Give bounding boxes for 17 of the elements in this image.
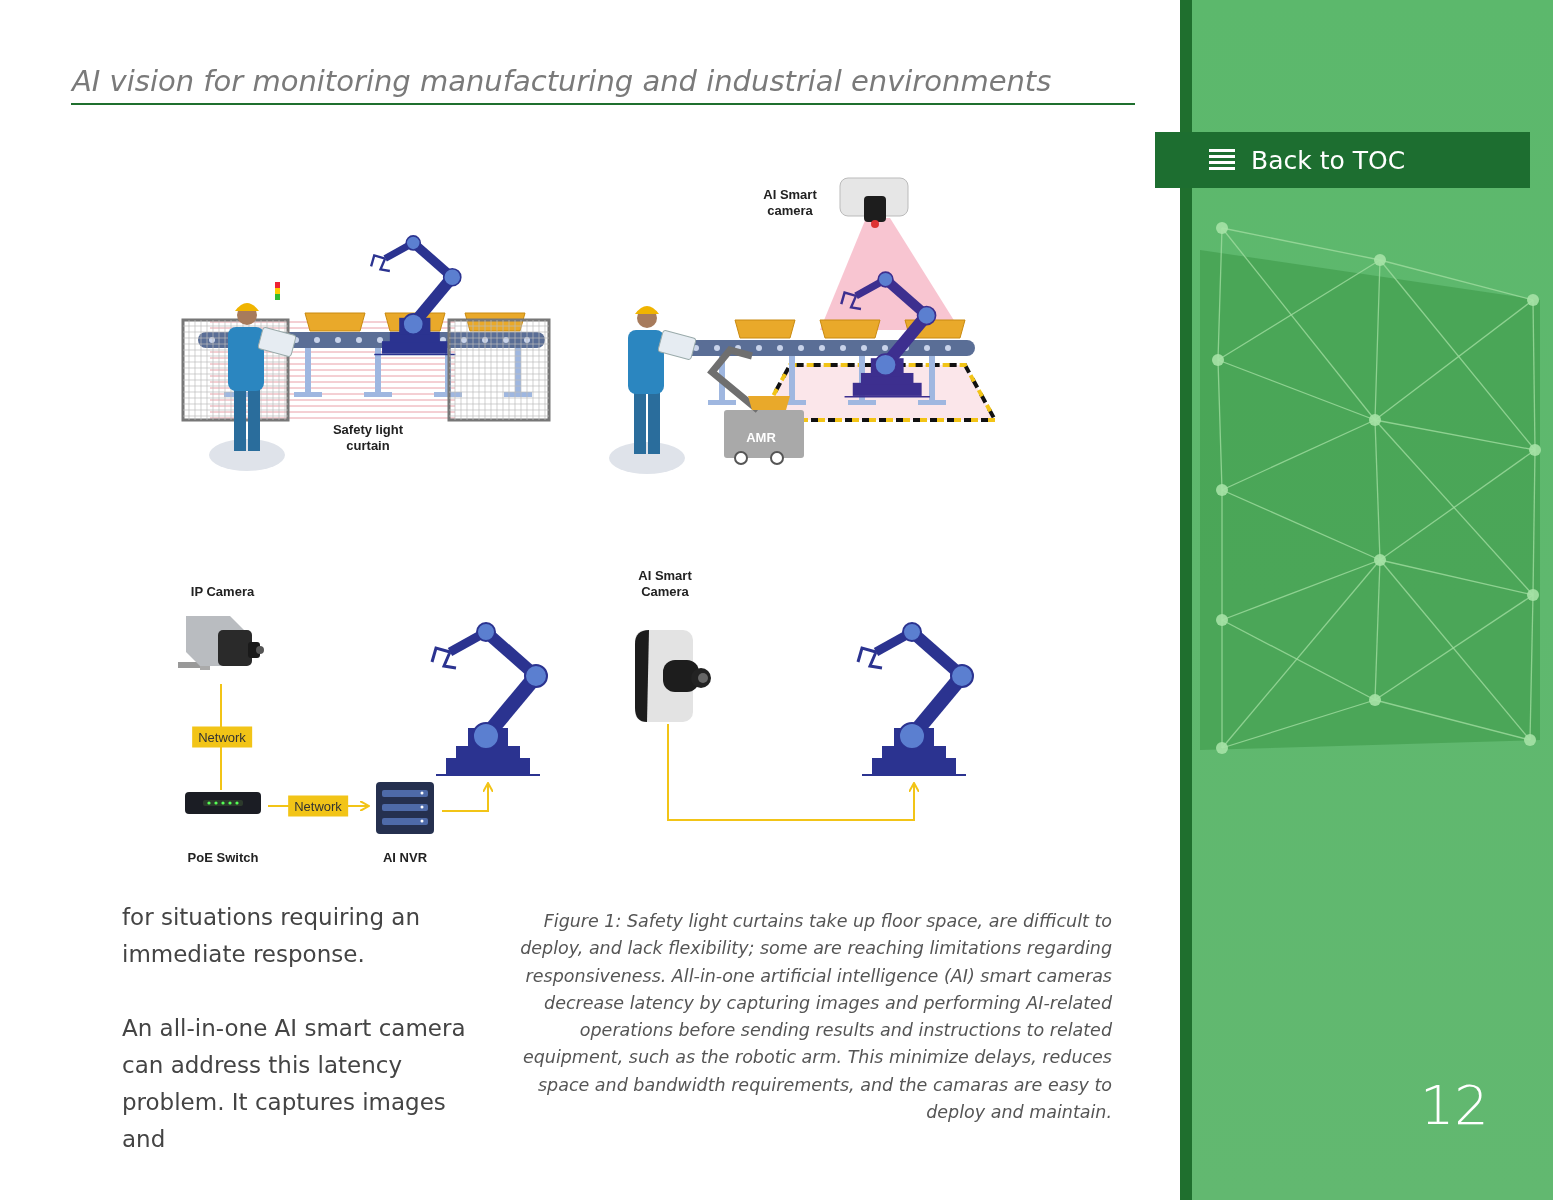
body-text: An all-in-one AI smart camera can address this latency problem. It captures images and xyxy=(122,1014,467,1154)
edge-label: Network xyxy=(288,795,348,817)
node-label: AI NVR xyxy=(381,850,429,866)
node-label: PoE Switch xyxy=(186,850,260,866)
edge-label: Network xyxy=(192,726,252,748)
node-label: AI Smart Camera xyxy=(637,568,693,600)
page-title: AI vision for monitoring manufacturing and industrial environments xyxy=(72,64,1052,98)
part-label: AI Smart camera xyxy=(762,187,818,219)
figure-caption: Figure 1: Safety light curtains take up floor space, are difficult to deploy, and lack flexibility; some are reaching limitations regarding responsiveness. All-in-one artificial intelligence (AI) smart cameras decrease latency by capturing images and performing AI-related operations before sending results and instructions to related equipment, such as the robotic arm. This minimize delays, reduces space and bandwidth requirements, and the camaras are easy to deploy and maintain. xyxy=(519,910,1112,1125)
part-label: AMR xyxy=(745,430,777,446)
connector-line xyxy=(667,723,920,821)
part-label: Safety light curtain xyxy=(331,422,405,454)
connector-line xyxy=(441,782,494,812)
body-text: for situations requiring an immediate response. xyxy=(122,903,422,969)
page-number: 12 xyxy=(1420,1074,1489,1137)
back-to-toc-button: Back to TOC xyxy=(1155,132,1530,188)
node-label: IP Camera xyxy=(189,584,256,600)
